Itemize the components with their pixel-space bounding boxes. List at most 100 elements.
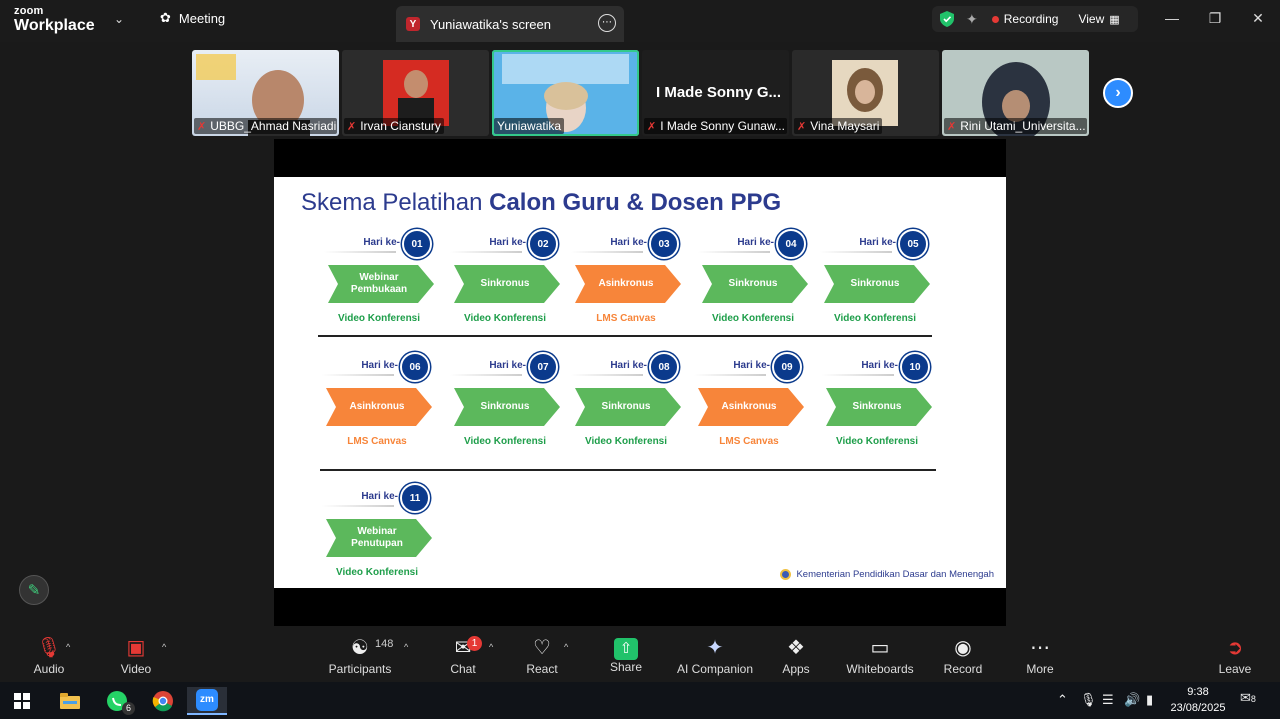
platform-label: Video Konferensi: [584, 436, 668, 447]
record-button[interactable]: ◉Record: [923, 634, 1003, 676]
video-tile[interactable]: ✗Rini Utami_Universita...: [942, 50, 1089, 136]
windows-start-icon[interactable]: [2, 687, 42, 715]
more-button[interactable]: ⋯ More: [1000, 634, 1080, 676]
activity-label: Asinkronus: [349, 400, 405, 412]
next-page-button[interactable]: ›: [1103, 78, 1133, 108]
file-explorer-icon[interactable]: [50, 687, 90, 715]
more-label: More: [1026, 662, 1054, 676]
participant-name: Irvan Cianstury: [360, 119, 441, 133]
day-connector-line: [698, 251, 770, 253]
participants-count: 148: [375, 638, 394, 650]
audio-button[interactable]: 🎙 Audio: [9, 634, 89, 676]
audio-label: Audio: [33, 662, 65, 676]
activity-arrow-shape: [575, 265, 681, 303]
title-bar: zoom Workplace ⌄ ✿ Meeting Y Yuniawatika…: [0, 0, 1280, 42]
platform-label: LMS Canvas: [596, 313, 656, 324]
slide-title-bold: Calon Guru & Dosen PPG: [489, 189, 782, 216]
tray-expand-icon[interactable]: ⌃: [1057, 692, 1068, 707]
video-tile-active-speaker[interactable]: Yuniawatika: [492, 50, 639, 136]
chrome-icon[interactable]: [143, 687, 183, 715]
ai-sparkle-icon[interactable]: ✦: [966, 10, 978, 27]
annotate-pencil-button[interactable]: ✎: [19, 575, 49, 605]
grid-view-icon[interactable]: ▦: [1109, 13, 1120, 26]
day-prefix-label: Hari ke-: [489, 360, 526, 371]
zoom-workplace-logo[interactable]: zoom Workplace: [14, 6, 95, 34]
apps-button[interactable]: ❖Apps: [756, 634, 836, 676]
video-button[interactable]: ▣ Video: [96, 634, 176, 676]
shared-screen-tab[interactable]: Y Yuniawatika's screen ⋯: [396, 6, 624, 42]
day-number-badge: 03: [649, 229, 679, 259]
caret-up-icon: ^: [489, 642, 494, 652]
platform-label: Video Konferensi: [335, 567, 419, 578]
wifi-icon[interactable]: ☰: [1102, 692, 1114, 707]
participants-label: Participants: [328, 662, 392, 676]
more-icon: ⋯: [1030, 637, 1050, 659]
participants-button[interactable]: ☯Participants: [320, 634, 400, 676]
activity-arrow-shape: [698, 388, 804, 426]
battery-icon[interactable]: ▮: [1146, 692, 1154, 707]
activity-label: Sinkronus: [480, 400, 530, 412]
muted-microphone-icon: 🎙: [36, 637, 62, 659]
platform-label: Video Konferensi: [463, 436, 547, 447]
day-number-badge: 10: [900, 352, 930, 382]
notification-icon[interactable]: ✉8: [1240, 690, 1256, 705]
platform-label: Video Konferensi: [463, 313, 547, 324]
participant-video: [832, 60, 898, 126]
ai-companion-button[interactable]: ✦AI Companion: [670, 634, 760, 676]
brand-bottom: Workplace: [14, 17, 95, 34]
speaker-icon[interactable]: 🔊: [1124, 692, 1141, 707]
presentation-slide: Skema Pelatihan Calon Guru & Dosen PPG K…: [274, 177, 1006, 588]
activity-label: Sinkronus: [852, 400, 902, 412]
security-shield-icon[interactable]: [940, 11, 954, 27]
share-button[interactable]: ⇧Share: [586, 634, 666, 674]
row-divider: [320, 469, 936, 471]
leave-button[interactable]: ➲Leave: [1195, 634, 1275, 676]
whiteboards-button[interactable]: ▭Whiteboards: [836, 634, 924, 676]
participant-name: UBBG_Ahmad Nasriadi: [210, 119, 337, 133]
view-button[interactable]: View: [1078, 12, 1105, 26]
video-tile[interactable]: I Made Sonny G... ✗I Made Sonny Gunaw...: [642, 50, 789, 136]
video-tile[interactable]: ✗Vina Maysari: [792, 50, 939, 136]
react-button[interactable]: ♡React: [502, 634, 582, 676]
meeting-button[interactable]: ✿ Meeting: [160, 10, 225, 26]
chat-label: Chat: [450, 662, 476, 676]
clock-date: 23/08/2025: [1170, 702, 1226, 714]
chevron-down-icon[interactable]: ⌄: [114, 12, 125, 26]
participant-name: I Made Sonny Gunaw...: [660, 119, 785, 133]
video-label: Video: [120, 662, 152, 676]
activity-arrow-shape: [326, 388, 432, 426]
whiteboards-label: Whiteboards: [846, 662, 914, 676]
close-icon[interactable]: ✕: [1252, 10, 1264, 26]
day-connector-line: [450, 374, 522, 376]
muted-mic-icon: ✗: [347, 120, 357, 133]
more-options-icon[interactable]: ⋯: [598, 14, 616, 32]
apps-icon: ❖: [787, 637, 805, 659]
platform-label: Video Konferensi: [833, 313, 917, 324]
zoom-app-icon[interactable]: zm: [187, 687, 227, 715]
brand-top: zoom: [14, 5, 44, 17]
video-tile[interactable]: ✗Irvan Cianstury: [342, 50, 489, 136]
minimize-icon[interactable]: —: [1165, 10, 1179, 26]
record-label: Record: [943, 662, 983, 676]
activity-arrow-shape: [702, 265, 808, 303]
pencil-icon: ✎: [27, 582, 41, 599]
system-clock[interactable]: 9:38 23/08/2025: [1168, 684, 1228, 716]
day-prefix-label: Hari ke-: [610, 360, 647, 371]
restore-icon[interactable]: ❐: [1208, 10, 1222, 26]
video-off-icon: ▣: [126, 637, 146, 659]
whatsapp-icon[interactable]: 6: [97, 687, 137, 715]
video-tile[interactable]: ✗UBBG_Ahmad Nasriadi: [192, 50, 339, 136]
day-prefix-label: Hari ke-: [361, 360, 398, 371]
recording-label: Recording: [1003, 12, 1059, 26]
microphone-tray-icon[interactable]: 🎙: [1080, 692, 1097, 707]
ai-label: AI Companion: [676, 662, 754, 676]
